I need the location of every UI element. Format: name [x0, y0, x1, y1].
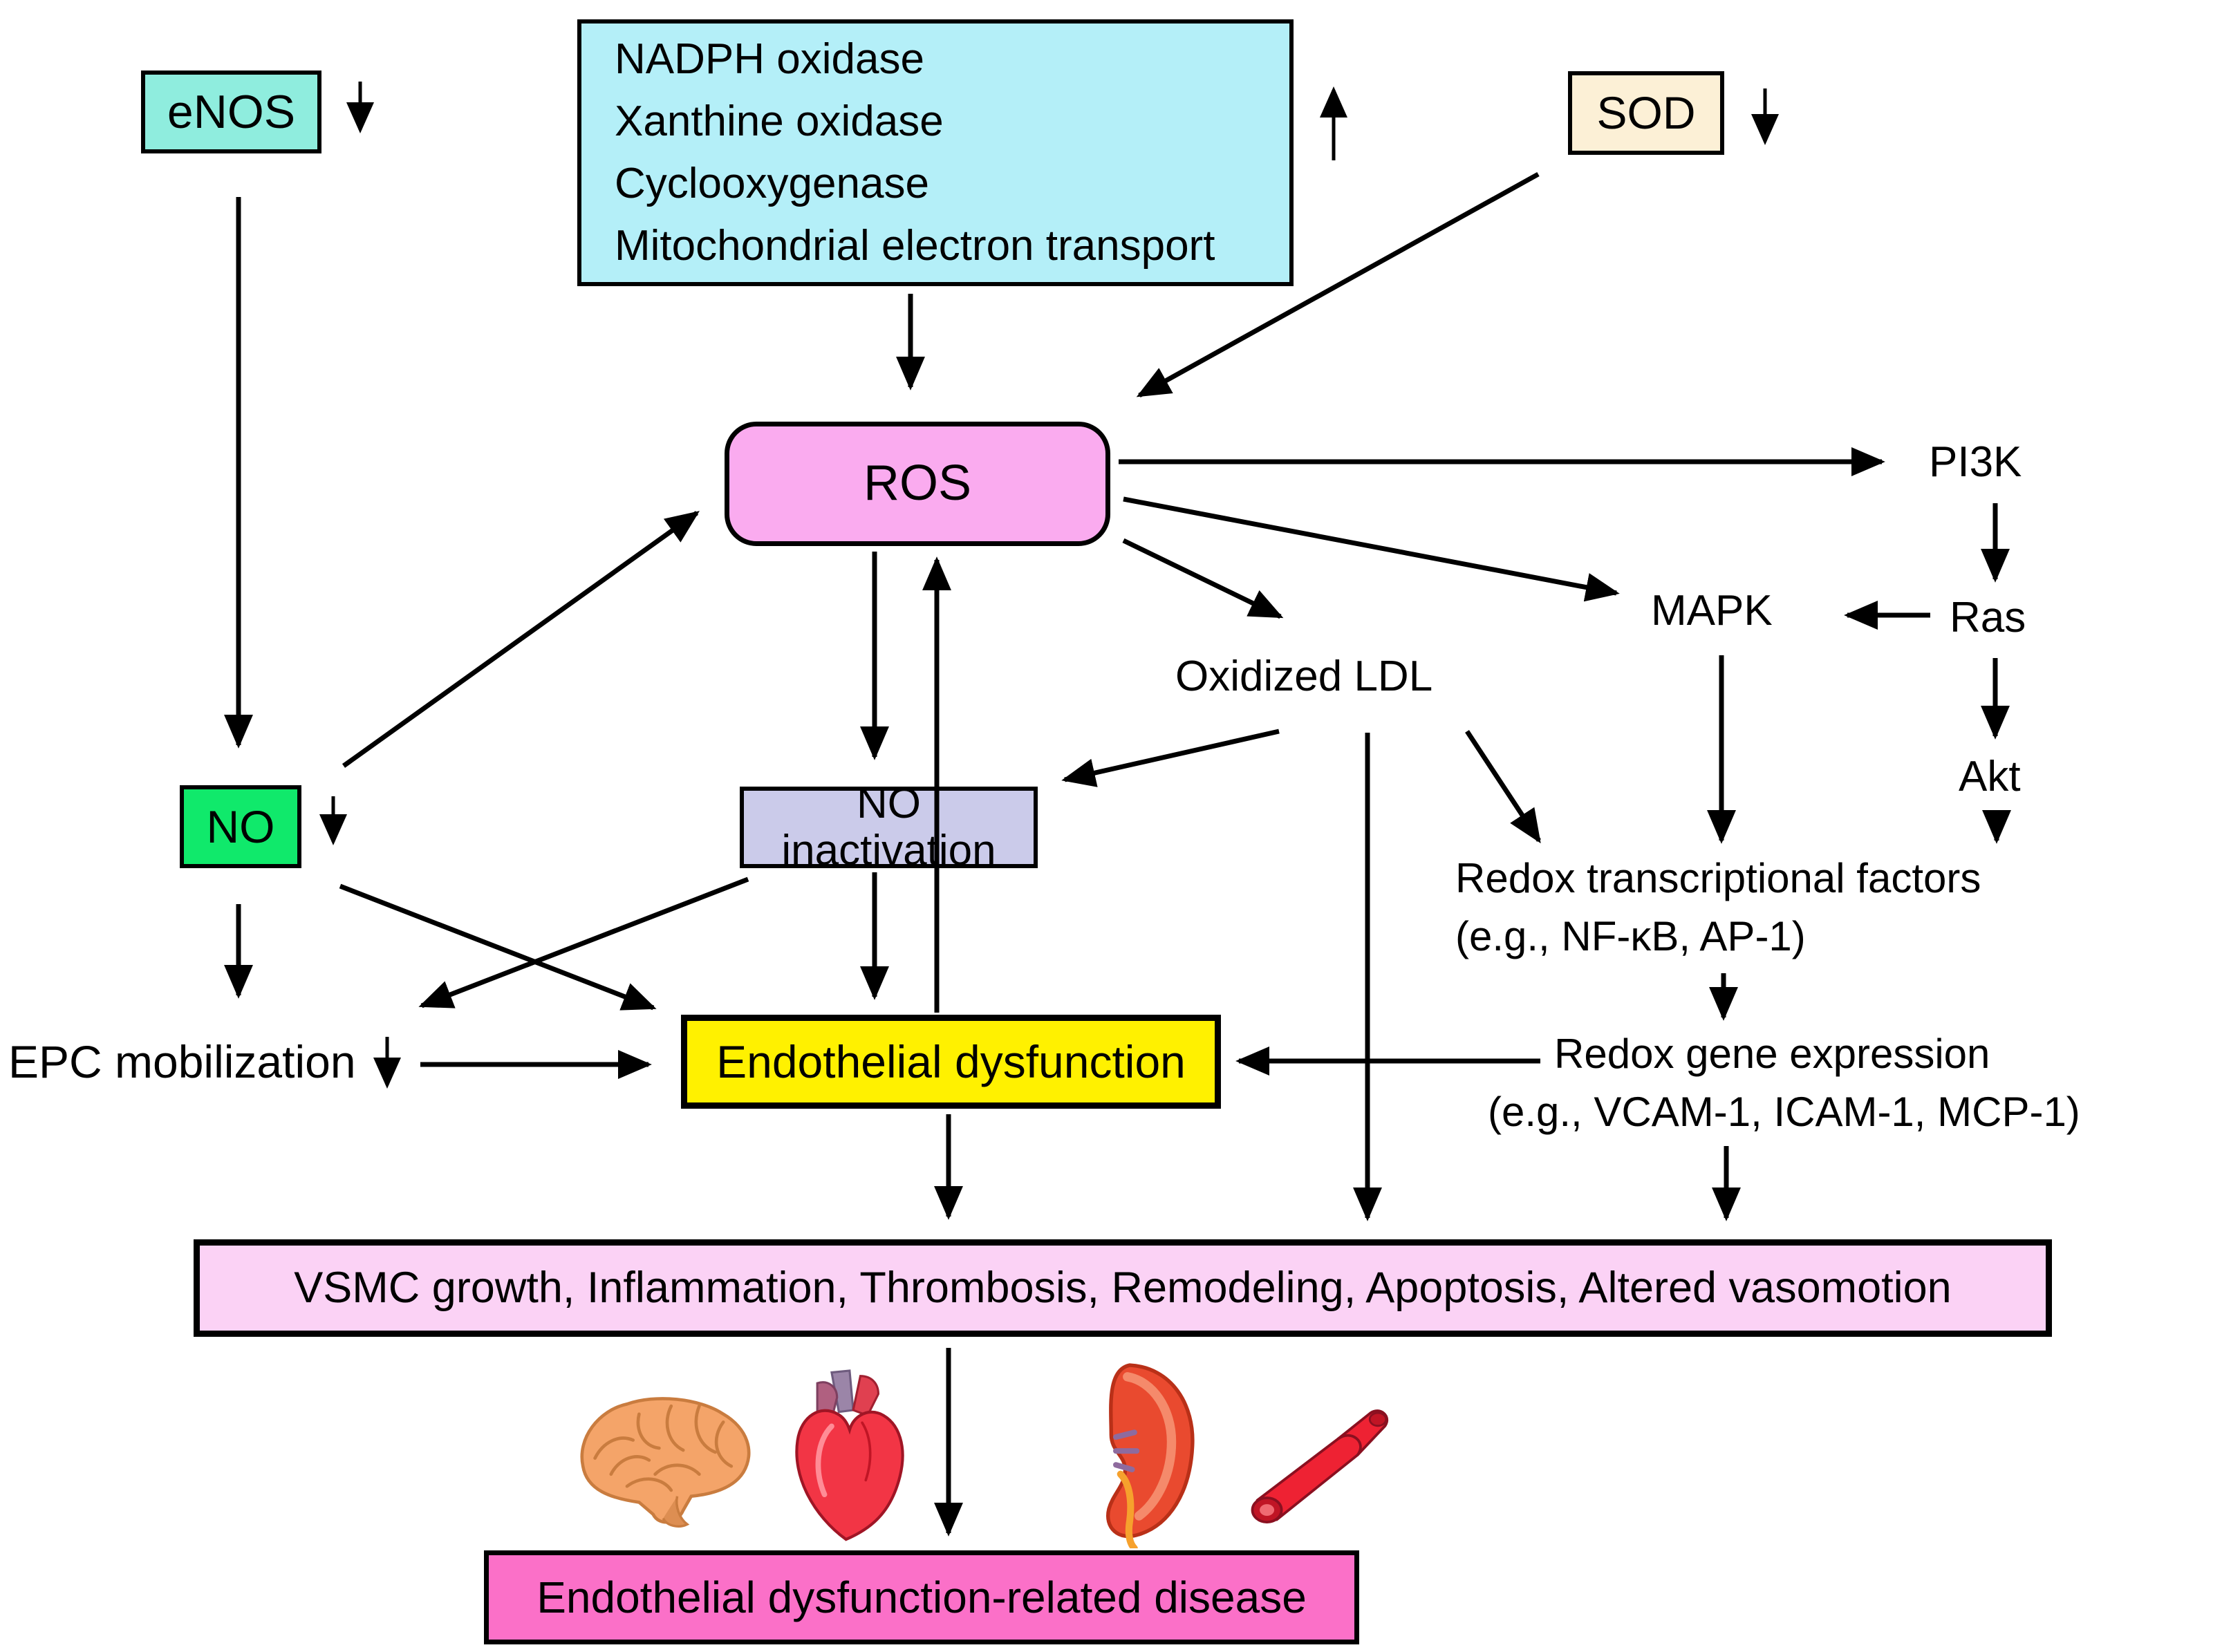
brain-icon: [580, 1397, 751, 1528]
redox-transcriptional-factors-label: Redox transcriptional factors: [1455, 855, 1981, 901]
source-mitochondrial-electron-transport: Mitochondrial electron transport: [615, 222, 1215, 270]
source-cyclooxygenase: Cyclooxygenase: [615, 160, 929, 207]
source-xanthine-oxidase: Xanthine oxidase: [615, 97, 944, 145]
mapk-label: MAPK: [1651, 587, 1773, 635]
arrow-oxldl-to-noinact: [1061, 729, 1280, 787]
arrow-ros-to-mapk: [1123, 496, 1620, 602]
vsmc-effects-box: VSMC growth, Inflammation, Thrombosis, R…: [194, 1239, 2052, 1337]
pi3k-label: PI3K: [1929, 438, 2022, 486]
redox-transcriptional-factors-examples: (e.g., NF-κB, AP-1): [1455, 913, 1806, 959]
arrow-no-to-endodys: [339, 883, 657, 1011]
redox-gene-expression-label: Redox gene expression: [1554, 1031, 1990, 1077]
arrow-ros-to-oxldl: [1122, 538, 1284, 619]
enos-box: eNOS: [141, 71, 321, 153]
arrow-no-to-ros: [342, 511, 700, 768]
ros-box: ROS: [725, 422, 1110, 546]
source-nadph-oxidase: NADPH oxidase: [615, 35, 924, 83]
no-inactivation-box: NO inactivation: [740, 780, 1038, 874]
ras-label: Ras: [1950, 594, 2026, 641]
sod-box: SOD: [1568, 71, 1724, 155]
redox-gene-expression-examples: (e.g., VCAM-1, ICAM-1, MCP-1): [1488, 1089, 2080, 1135]
ros-sources-box: NADPH oxidase Xanthine oxidase Cyclooxyg…: [577, 19, 1294, 286]
blood-vessel-icon: [1251, 1409, 1389, 1523]
disease-box: Endothelial dysfunction-related disease: [484, 1550, 1359, 1644]
oxidized-ldl-label: Oxidized LDL: [1175, 653, 1433, 700]
endothelial-dysfunction-box: Endothelial dysfunction: [681, 1015, 1221, 1109]
epc-mobilization-label: EPC mobilization: [8, 1036, 356, 1087]
kidney-icon: [1106, 1363, 1195, 1548]
arrow-noinact-to-epc: [418, 876, 749, 1008]
no-box: NO: [180, 785, 301, 868]
heart-icon: [795, 1369, 904, 1541]
akt-label: Akt: [1959, 753, 2021, 800]
arrow-oxldl-to-redoxtf: [1465, 730, 1541, 844]
